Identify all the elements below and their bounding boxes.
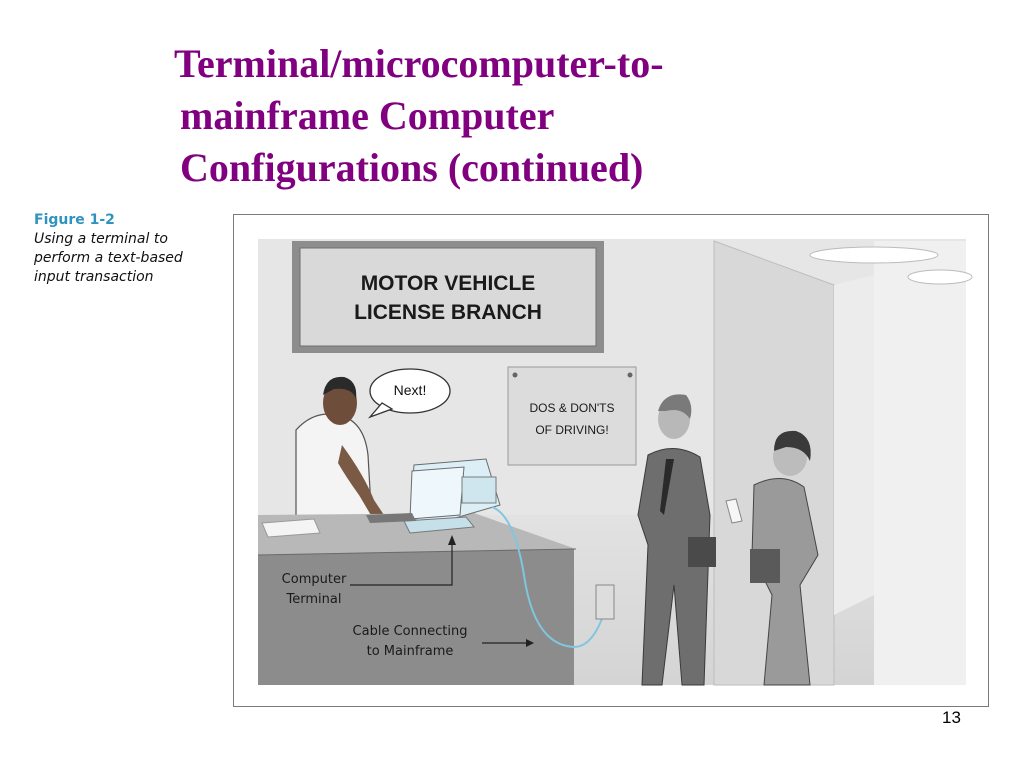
branch-sign: MOTOR VEHICLE LICENSE BRANCH [292,241,604,353]
customer-woman [725,430,819,686]
held-paper [725,498,743,524]
figure-label: Figure 1-2 [34,212,115,228]
cable-callout-line-2: to Mainframe [367,644,454,659]
figure-illustration: MOTOR VEHICLE LICENSE BRANCH DOS & DON'T… [233,214,989,707]
pin-icon [512,372,518,378]
poster-line-1: DOS & DON'TS [530,401,615,415]
briefcase [688,537,716,567]
slide-title: Terminal/microcomputer-to- mainframe Com… [174,38,814,194]
driving-poster: DOS & DON'TS OF DRIVING! [507,366,637,466]
page-number: 13 [942,708,961,727]
figure-caption-line-3: input transaction [34,269,154,285]
ceiling-light-2 [907,269,973,285]
pin-icon [627,372,633,378]
terminal-callout: Computer Terminal [282,535,456,607]
slide-title-line-3: Configurations (continued) [180,145,644,190]
handbag [750,549,780,583]
speech-bubble: Next! [367,368,451,419]
cable-callout: Cable Connecting to Mainframe [353,624,534,659]
cable-callout-line-1: Cable Connecting [353,624,468,639]
customer-man [637,394,716,686]
sign-line-2: LICENSE BRANCH [354,301,542,324]
keyboard [366,513,416,523]
figure-caption: Figure 1-2 Using a terminal to perform a… [34,210,224,287]
paper-stack [261,518,321,538]
speech-bubble-text: Next! [394,382,427,398]
sign-line-1: MOTOR VEHICLE [361,272,536,295]
computer-terminal [366,458,501,534]
slide-title-line-1: Terminal/microcomputer-to- [174,41,664,86]
wall-outlet [595,584,615,620]
poster-line-2: OF DRIVING! [535,423,608,437]
terminal-callout-line-2: Terminal [286,592,342,607]
slide-title-line-2: mainframe Computer [180,93,555,138]
illustration-svg: MOTOR VEHICLE LICENSE BRANCH DOS & DON'T… [257,239,973,686]
figure-caption-line-2: perform a text-based [34,250,183,266]
terminal-callout-line-1: Computer [282,572,347,587]
ceiling-light-1 [809,246,939,264]
figure-caption-line-1: Using a terminal to [34,231,168,247]
mainframe-cable [491,506,607,649]
